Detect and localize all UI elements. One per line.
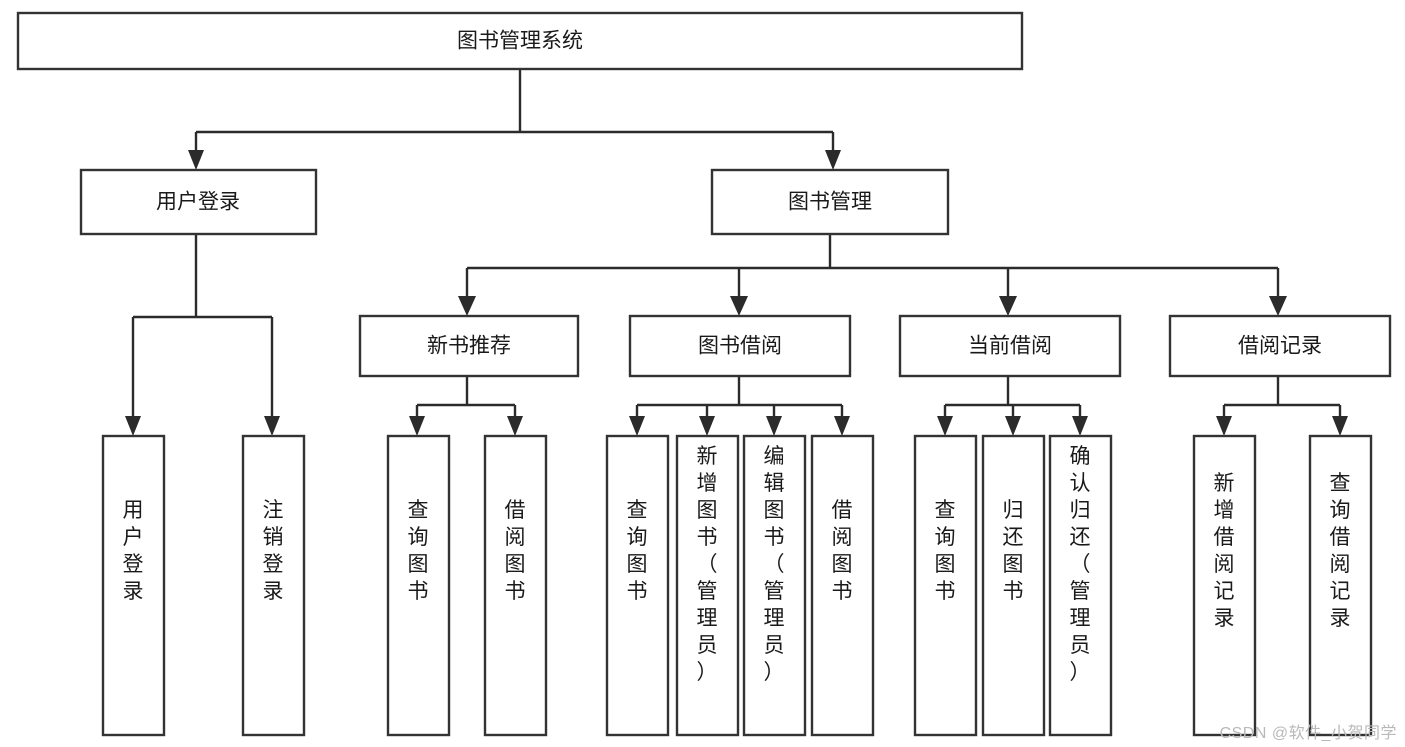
connector-group-borrow-to-leaves [629, 376, 850, 436]
arrow-icon-current-leaf-1 [937, 416, 953, 436]
node-label-borrow-record: 借阅记录 [1238, 335, 1322, 358]
arrow-icon-record [1269, 296, 1287, 316]
arrow-icon-borrow-leaf-2 [699, 416, 715, 436]
node-label-book-borrow: 图书借阅 [698, 335, 782, 358]
leaf-label-return-book: 归还图书 [1003, 499, 1024, 603]
leaf-box-query-book-current[interactable] [913, 434, 978, 737]
node-book-management[interactable]: 图书管理 [710, 168, 950, 236]
leaf-box-return-book[interactable] [981, 434, 1046, 737]
leaf-label-query-book-current: 查询图书 [935, 499, 956, 603]
leaf-label-logout: 注销登录 [263, 499, 284, 603]
node-new-book-recommend[interactable]: 新书推荐 [358, 314, 580, 378]
node-box-user-login[interactable] [79, 168, 318, 236]
leaf-node-logout[interactable]: 注销登录 [241, 434, 306, 737]
arrow-icon-newbook-leaf-1 [409, 416, 425, 436]
leaf-label-user-login: 用户登录 [123, 499, 144, 603]
leaf-node-confirm-return-admin[interactable]: 确认归还（管理员） [1048, 434, 1113, 737]
arrow-icon-newbook-leaf-2 [507, 416, 523, 436]
node-box-root[interactable] [16, 11, 1024, 71]
leaf-label-add-borrow-record: 新增借阅记录 [1214, 472, 1235, 630]
arrow-icon-record-leaf-1 [1216, 416, 1232, 436]
arrow-icon-to-user-login [188, 150, 204, 170]
leaf-label-query-book-newbook: 查询图书 [408, 499, 429, 603]
node-box-current-borrow[interactable] [898, 314, 1122, 378]
node-box-book-management[interactable] [710, 168, 950, 236]
leaf-node-return-book[interactable]: 归还图书 [981, 434, 1046, 737]
arrow-icon-userlogin-1 [125, 416, 141, 436]
leaf-box-add-book-admin[interactable] [675, 434, 740, 737]
leaf-label-borrow-book-newbook: 借阅图书 [505, 499, 526, 603]
node-root-book-management-system[interactable]: 图书管理系统 [16, 11, 1024, 71]
leaf-node-user-login[interactable]: 用户登录 [101, 434, 166, 737]
node-label-book-management: 图书管理 [788, 191, 872, 214]
leaf-label-query-book-borrow: 查询图书 [627, 499, 648, 603]
leaf-label-add-book-admin: 新增图书（管理员） [697, 445, 718, 684]
connector-group-root-to-level2 [188, 69, 841, 170]
watermark-text: CSDN @软件_小贺同学 [1219, 725, 1397, 742]
node-book-borrow[interactable]: 图书借阅 [628, 314, 852, 378]
leaf-label-edit-book-admin: 编辑图书（管理员） [764, 445, 785, 684]
leaf-label-borrow-book-borrow: 借阅图书 [832, 499, 853, 603]
arrow-icon-to-book-manage [825, 150, 841, 170]
arrow-icon-borrow [730, 296, 748, 316]
leaf-box-user-login[interactable] [101, 434, 166, 737]
leaf-box-borrow-book-newbook[interactable] [483, 434, 548, 737]
arrow-icon-borrow-leaf-1 [629, 416, 645, 436]
connector-group-bookmanage-to-level3 [458, 234, 1287, 316]
arrow-icon-current [999, 296, 1017, 316]
leaf-node-add-borrow-record[interactable]: 新增借阅记录 [1192, 434, 1257, 737]
connector-group-current-to-leaves [937, 376, 1088, 436]
arrow-icon-current-leaf-3 [1072, 416, 1088, 436]
arrow-icon-current-leaf-2 [1005, 416, 1021, 436]
arrow-icon-userlogin-2 [264, 416, 280, 436]
leaf-node-edit-book-admin[interactable]: 编辑图书（管理员） [742, 434, 807, 737]
node-label-user-login: 用户登录 [156, 191, 240, 214]
leaf-box-confirm-return-admin[interactable] [1048, 434, 1113, 737]
connector-group-newbook-to-leaves [409, 376, 523, 436]
arrow-icon-record-leaf-2 [1332, 416, 1348, 436]
leaf-node-query-book-newbook[interactable]: 查询图书 [386, 434, 451, 737]
leaf-node-borrow-book-borrow[interactable]: 借阅图书 [810, 434, 875, 737]
leaf-box-add-borrow-record[interactable] [1192, 434, 1257, 737]
node-label-new-book-recommend: 新书推荐 [427, 335, 511, 358]
leaf-box-query-book-newbook[interactable] [386, 434, 451, 737]
node-current-borrow[interactable]: 当前借阅 [898, 314, 1122, 378]
arrow-icon-newbook [458, 296, 476, 316]
arrow-icon-borrow-leaf-4 [834, 416, 850, 436]
leaf-box-edit-book-admin[interactable] [742, 434, 807, 737]
leaf-box-query-book-borrow[interactable] [605, 434, 670, 737]
node-label-root: 图书管理系统 [457, 30, 583, 53]
leaf-node-borrow-book-newbook[interactable]: 借阅图书 [483, 434, 548, 737]
leaf-box-borrow-book-borrow[interactable] [810, 434, 875, 737]
leaf-node-query-book-borrow[interactable]: 查询图书 [605, 434, 670, 737]
leaf-node-query-borrow-record[interactable]: 查询借阅记录 [1308, 434, 1373, 737]
leaf-node-add-book-admin[interactable]: 新增图书（管理员） [675, 434, 740, 737]
leaf-node-query-book-current[interactable]: 查询图书 [913, 434, 978, 737]
leaf-box-logout[interactable] [241, 434, 306, 737]
node-label-current-borrow: 当前借阅 [968, 335, 1052, 358]
leaf-label-confirm-return-admin: 确认归还（管理员） [1070, 445, 1091, 684]
node-user-login[interactable]: 用户登录 [79, 168, 318, 236]
node-box-book-borrow[interactable] [628, 314, 852, 378]
node-box-new-book-recommend[interactable] [358, 314, 580, 378]
leaf-box-query-borrow-record[interactable] [1308, 434, 1373, 737]
node-borrow-record[interactable]: 借阅记录 [1168, 314, 1392, 378]
connector-group-record-to-leaves [1216, 376, 1348, 436]
arrow-icon-borrow-leaf-3 [766, 416, 782, 436]
connector-group-userlogin-to-leaves [125, 234, 280, 436]
leaf-label-query-borrow-record: 查询借阅记录 [1330, 472, 1351, 630]
node-box-borrow-record[interactable] [1168, 314, 1392, 378]
